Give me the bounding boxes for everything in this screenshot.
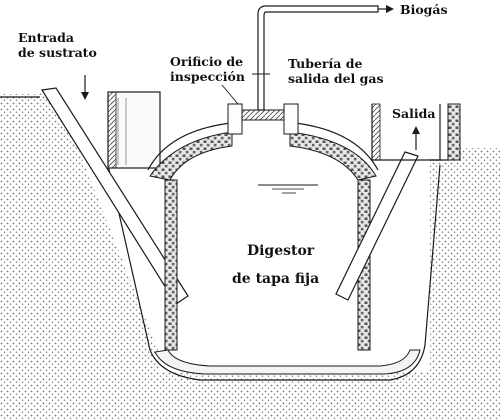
label-entrada-line2: de sustrato <box>18 45 97 60</box>
inlet-pipe <box>41 87 189 305</box>
inlet-tank-wall <box>107 91 117 169</box>
label-entrada: Entrada de sustrato <box>18 30 97 60</box>
label-tuberia-line2: salida del gas <box>288 71 384 86</box>
label-biogas: Biogás <box>400 2 448 17</box>
biogas-arrow-icon <box>386 5 394 13</box>
outlet-tank-wall-left <box>371 103 381 161</box>
inlet-tank <box>107 91 161 169</box>
outlet-pipe <box>335 151 419 301</box>
label-orificio-line1: Orificio de <box>170 54 244 69</box>
digester-wall-left <box>164 179 178 351</box>
inspection-collar-right <box>283 103 299 135</box>
orificio-leader <box>221 84 239 105</box>
entrada-arrow-icon <box>81 92 89 100</box>
label-digestor-line1: Digestor <box>246 243 315 259</box>
pit-outline <box>107 164 441 381</box>
floor-slab <box>154 349 421 375</box>
label-orificio: Orificio de inspección <box>170 54 245 84</box>
label-salida: Salida <box>392 106 436 121</box>
gas-outlet-pipe <box>257 5 379 111</box>
soil-ground <box>0 90 500 419</box>
label-tuberia-line1: Tubería de <box>288 56 363 71</box>
outlet-tank-wall-right <box>447 103 461 161</box>
label-orificio-line2: inspección <box>170 69 245 84</box>
label-entrada-line1: Entrada <box>18 30 74 45</box>
label-digestor: Digestor de tapa fija <box>232 242 319 288</box>
label-digestor-line2: de tapa fija <box>232 271 320 287</box>
salida-arrow-icon <box>412 126 420 134</box>
label-tuberia: Tubería de salida del gas <box>288 56 384 86</box>
inspection-collar-left <box>227 103 243 135</box>
fixed-dome <box>149 131 233 181</box>
inspection-cover <box>241 109 285 121</box>
dome-outline <box>147 121 379 171</box>
fixed-dome-right <box>289 131 377 181</box>
